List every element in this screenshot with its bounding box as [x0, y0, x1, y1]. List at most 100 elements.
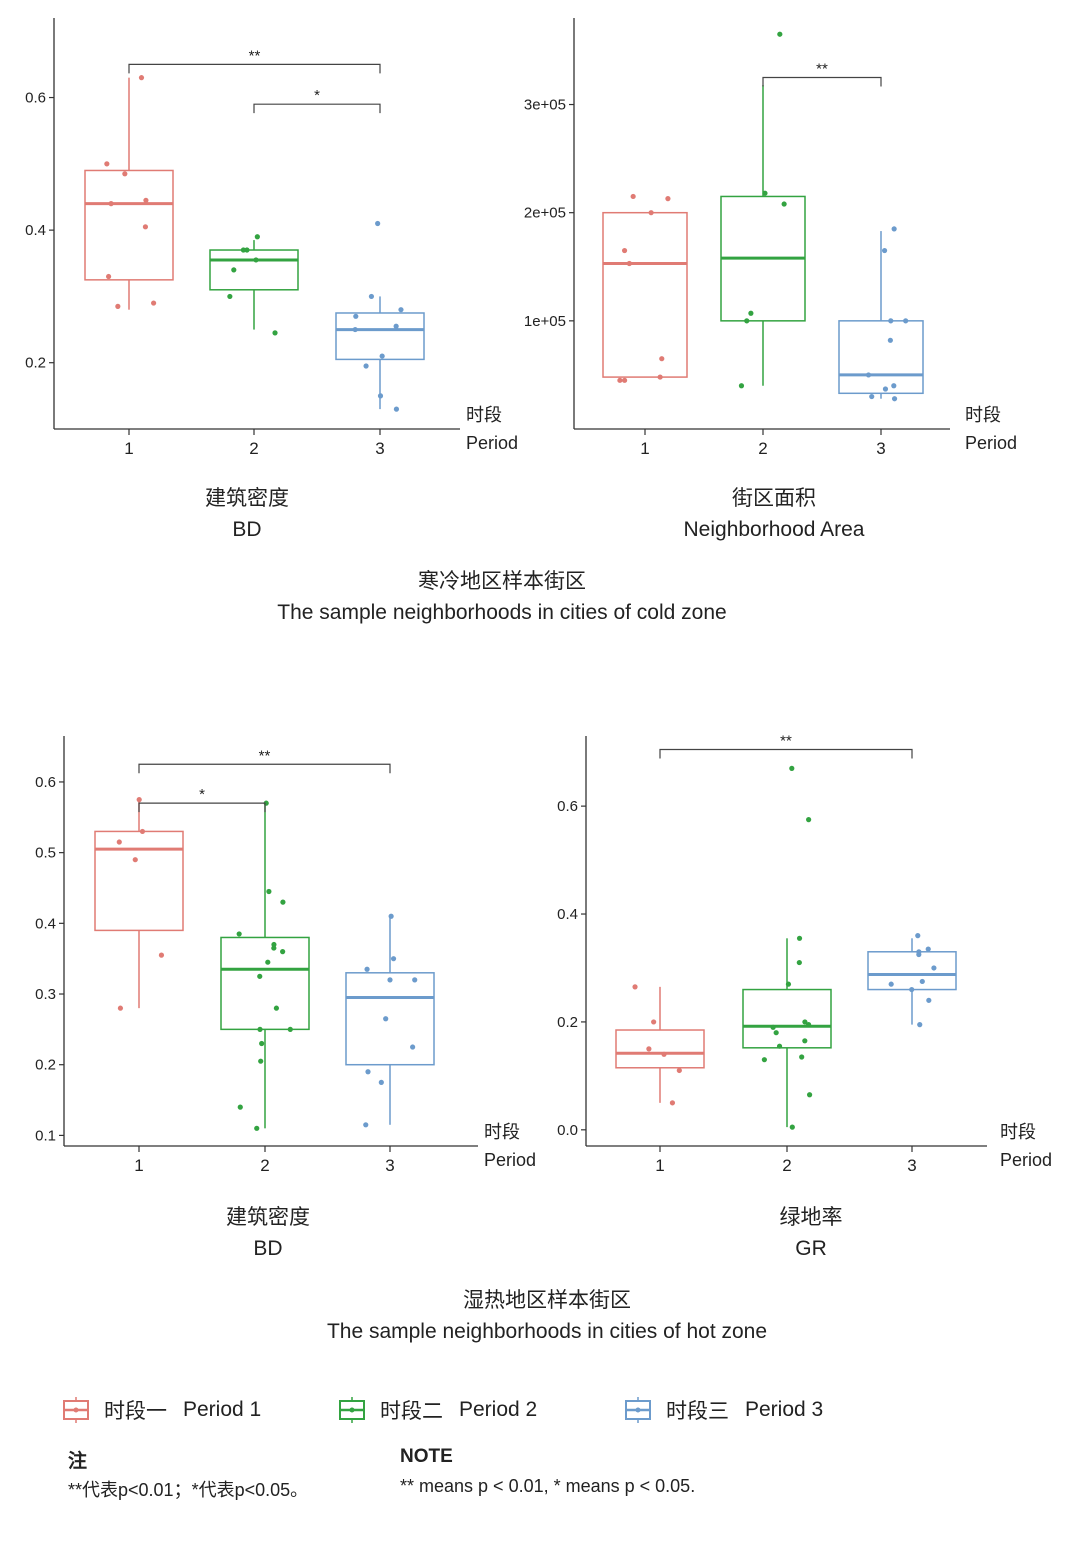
- data-point: [806, 1092, 813, 1098]
- data-point: [744, 318, 750, 324]
- box-period-3: [838, 320, 924, 395]
- y-tick-label: 0.6: [35, 774, 56, 791]
- data-point: [888, 981, 894, 987]
- data-point: [266, 888, 272, 895]
- data-point: [909, 986, 915, 993]
- axis-title-en: Period: [965, 433, 1017, 453]
- significance-label: *: [199, 786, 205, 803]
- legend-key-icon: [339, 1397, 365, 1423]
- data-point: [888, 318, 894, 324]
- y-tick-label: 0.1: [35, 1127, 56, 1144]
- data-point: [802, 1038, 808, 1044]
- data-point: [363, 1122, 369, 1128]
- significance-label: **: [259, 747, 271, 764]
- data-point: [254, 1125, 260, 1131]
- data-point: [273, 1005, 280, 1011]
- legend-label-en: Period 2: [459, 1398, 538, 1421]
- data-point: [143, 197, 149, 203]
- data-point: [240, 247, 247, 253]
- data-point: [108, 201, 114, 207]
- data-point: [626, 260, 632, 267]
- note-title-en: NOTE: [400, 1446, 453, 1467]
- data-point: [903, 318, 909, 324]
- y-tick-label: 0.4: [25, 222, 46, 239]
- data-point: [785, 981, 792, 987]
- note-text-zh: **代表p<0.01；*代表p<0.05。: [68, 1480, 309, 1500]
- data-point: [139, 828, 146, 835]
- significance-bracket: [138, 763, 391, 774]
- y-tick-label: 3e+05: [524, 97, 566, 114]
- x-tick-label: 2: [782, 1156, 791, 1175]
- data-point: [253, 257, 259, 263]
- data-point: [659, 356, 665, 362]
- box-period-3: [867, 951, 957, 991]
- data-point: [919, 978, 925, 985]
- xlabel-en: Neighborhood Area: [683, 518, 865, 541]
- data-point: [676, 1067, 682, 1074]
- data-point: [105, 273, 112, 280]
- data-point: [887, 337, 893, 343]
- significance-bracket: [253, 103, 381, 114]
- xlabel-hot-bd: 建筑密度 BD: [168, 1201, 368, 1261]
- data-point: [393, 406, 400, 412]
- data-point: [236, 931, 242, 937]
- x-tick-label: 1: [134, 1156, 143, 1175]
- data-point: [388, 913, 394, 919]
- data-point: [761, 1057, 767, 1063]
- x-tick-label: 3: [907, 1156, 916, 1175]
- x-tick-label: 1: [640, 439, 649, 458]
- data-point: [915, 933, 921, 939]
- data-point: [378, 1079, 384, 1085]
- legend-item-period-1: 时段一 Period 1: [62, 1395, 261, 1425]
- data-point: [630, 193, 636, 200]
- data-point: [738, 383, 745, 389]
- x-tick-label: 2: [249, 439, 258, 458]
- legend-key-icon: [625, 1397, 651, 1423]
- xlabel-zh: 街区面积: [732, 487, 816, 510]
- x-tick-label: 1: [655, 1156, 664, 1175]
- y-tick-label: 0.5: [35, 845, 56, 862]
- data-point: [363, 363, 369, 369]
- note-title-zh: 注: [68, 1451, 88, 1472]
- data-point: [231, 267, 237, 273]
- data-point: [869, 393, 875, 400]
- y-tick-label: 0.2: [35, 1057, 56, 1074]
- xlabel-cold-area: 街区面积 Neighborhood Area: [624, 482, 924, 542]
- section-title-zh: 湿热地区样本街区: [463, 1289, 631, 1312]
- data-point: [796, 959, 802, 966]
- data-point: [136, 797, 142, 803]
- data-point: [805, 1022, 812, 1028]
- y-tick-label: 0.2: [557, 1014, 578, 1031]
- data-point: [398, 307, 404, 313]
- data-point: [377, 393, 384, 399]
- section-title-cold: 寒冷地区样本街区 The sample neighborhoods in cit…: [202, 565, 802, 625]
- axis-title-zh: 时段: [965, 405, 1001, 425]
- x-tick-label: 3: [375, 439, 384, 458]
- y-tick-label: 0.6: [25, 90, 46, 107]
- box-period-1: [94, 830, 184, 932]
- data-point: [865, 372, 872, 378]
- data-point: [621, 247, 628, 254]
- legend-label-en: Period 1: [183, 1398, 262, 1421]
- data-point: [104, 161, 110, 167]
- axis-title-en: Period: [466, 433, 518, 453]
- significance-label: **: [816, 60, 828, 77]
- box-period-3: [335, 312, 425, 361]
- xlabel-zh: 建筑密度: [226, 1206, 310, 1229]
- box-period-2: [220, 936, 310, 1031]
- data-point: [132, 857, 138, 863]
- xlabel-en: BD: [253, 1237, 283, 1260]
- y-tick-label: 0.3: [35, 986, 56, 1003]
- data-point: [122, 171, 128, 177]
- data-point: [352, 326, 358, 333]
- data-point: [258, 1058, 264, 1064]
- section-title-en: The sample neighborhoods in cities of co…: [277, 601, 727, 624]
- data-point: [926, 997, 932, 1003]
- significance-label: **: [780, 732, 792, 749]
- xlabel-zh: 建筑密度: [205, 487, 289, 510]
- data-point: [776, 1043, 783, 1049]
- data-point: [916, 951, 922, 958]
- data-point: [254, 234, 260, 240]
